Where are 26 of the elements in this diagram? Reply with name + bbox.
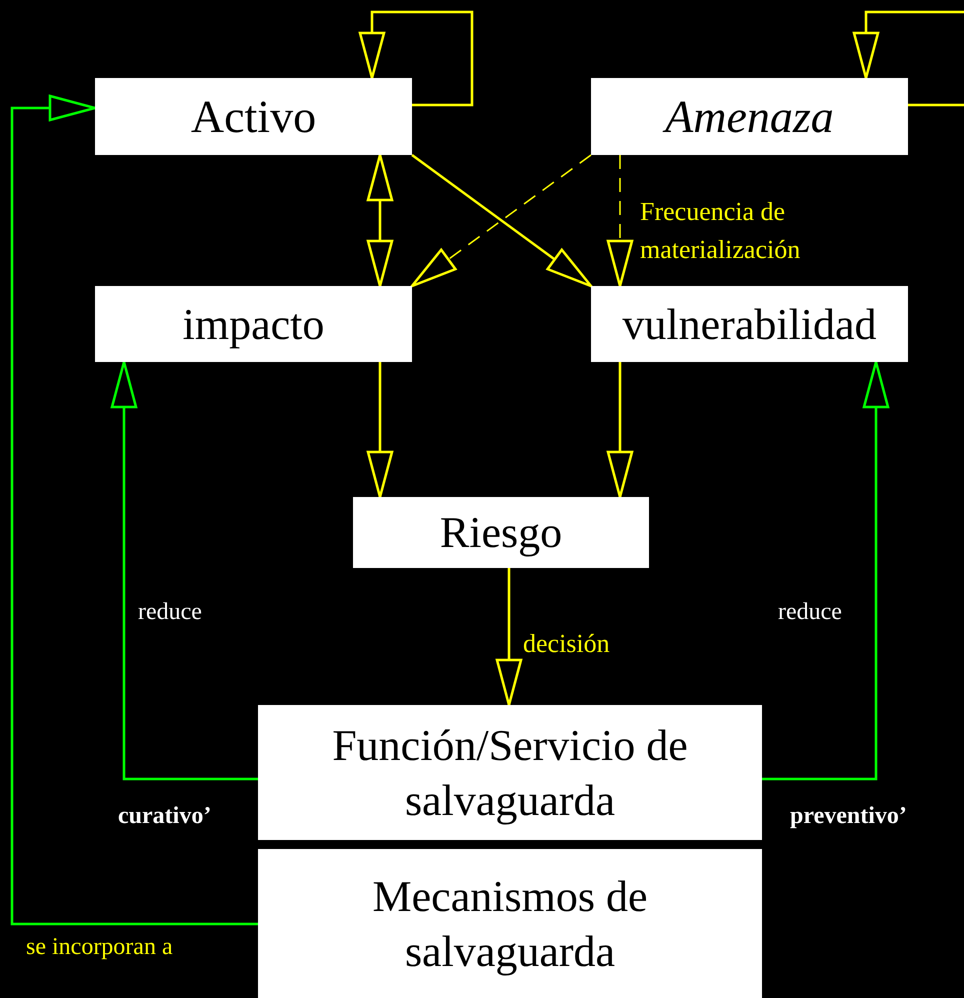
dashed-arrow <box>606 155 634 288</box>
arrow <box>606 362 634 498</box>
box-label: Amenaza <box>665 88 834 146</box>
process-box <box>258 849 762 998</box>
arrow <box>358 10 474 106</box>
arrow <box>366 154 394 288</box>
box-label: Mecanismos de salvaguarda <box>372 870 648 978</box>
arrow <box>110 360 258 780</box>
arrow <box>852 10 964 106</box>
arrow <box>762 360 890 780</box>
process-box <box>353 497 649 568</box>
arrow <box>496 568 522 706</box>
process-box <box>95 78 412 155</box>
side-note: curativo’ <box>118 803 212 830</box>
arrow <box>366 362 394 498</box>
process-box <box>591 286 908 362</box>
box-label: impacto <box>182 298 324 350</box>
box-label: Función/Servicio de salvaguarda <box>331 720 689 826</box>
process-box <box>591 78 908 155</box>
process-box <box>258 705 762 840</box>
side-note: preventivo’ <box>790 803 907 830</box>
box-label: vulnerabilidad <box>622 298 877 350</box>
box-label: Activo <box>190 90 316 144</box>
process-box <box>95 286 412 362</box>
box-label: Riesgo <box>440 507 562 559</box>
arrow <box>10 94 258 926</box>
